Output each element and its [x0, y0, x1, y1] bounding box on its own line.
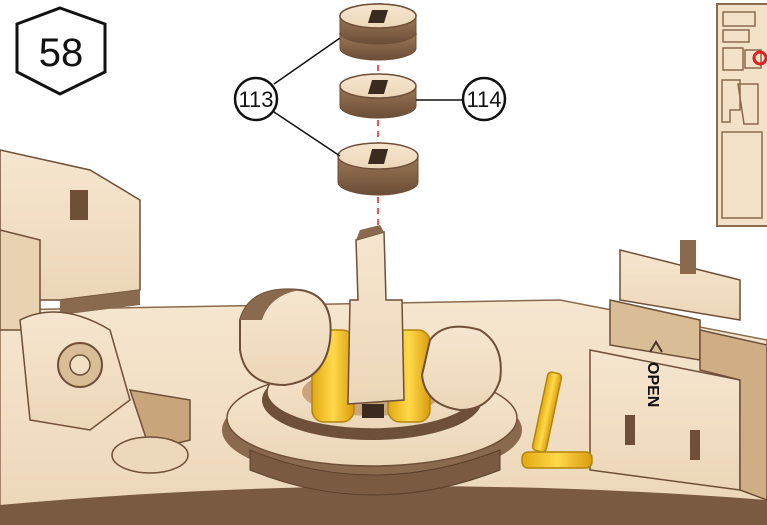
gear-top [340, 4, 416, 60]
step-number-badge: 58 [17, 8, 105, 94]
step-number: 58 [39, 31, 84, 75]
part-callout-114: 114 [463, 78, 505, 120]
open-label: OPEN [644, 362, 661, 407]
part-callout-113: 113 [235, 78, 277, 120]
gear-middle [340, 74, 416, 118]
part-label-114: 114 [466, 87, 501, 112]
center-mechanism [222, 225, 522, 480]
parts-sheet-inset [717, 4, 767, 226]
part-label-113: 113 [238, 87, 273, 112]
yellow-bar [522, 452, 592, 468]
gear-bottom [338, 143, 418, 195]
